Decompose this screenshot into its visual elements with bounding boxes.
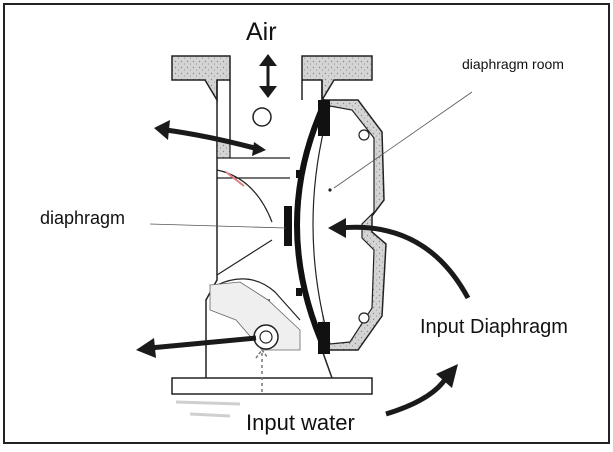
water-outlet-arrow xyxy=(136,335,257,358)
diaphragm xyxy=(294,98,329,354)
bottom-flange xyxy=(171,377,373,395)
air-label: Air xyxy=(246,18,277,46)
image-border xyxy=(3,3,610,444)
leader-diaphragm xyxy=(149,223,287,229)
leader-diaphragm-room xyxy=(333,91,473,189)
outlet-ring-inner xyxy=(259,330,273,344)
input-diaphragm-label: Input Diaphragm xyxy=(420,316,568,338)
diaphragm-stud xyxy=(284,206,292,246)
upper-chamber-curve xyxy=(216,169,290,223)
diaphragm-room-label: diaphragm room xyxy=(462,56,564,72)
faint-smudge xyxy=(175,400,241,418)
diaphragm-label: diaphragm xyxy=(40,208,126,228)
housing-bolt-top xyxy=(358,129,370,141)
air-arrow xyxy=(259,54,277,98)
top-flange-right xyxy=(301,55,373,103)
housing-bolt-bottom xyxy=(358,312,370,324)
upper-exhaust-arrow xyxy=(154,120,266,156)
room-inlet-arrow xyxy=(328,218,471,300)
input-water-arrow xyxy=(385,364,458,417)
diaphragm-clamp-top xyxy=(318,100,330,136)
red-hint xyxy=(225,171,245,187)
room-center-dot xyxy=(328,188,332,192)
diaphragm-rib-2 xyxy=(296,288,302,296)
diaphragm-rib-1 xyxy=(296,170,302,178)
top-flange xyxy=(171,55,231,103)
input-water-label: Input water xyxy=(246,410,355,435)
diaphragm-clamp-bottom xyxy=(318,322,330,354)
vent-hole xyxy=(252,107,272,127)
